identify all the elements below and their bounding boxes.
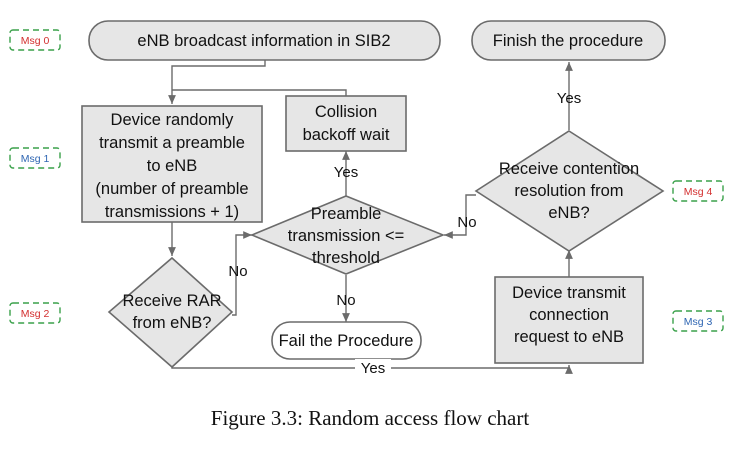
edge-broadcast-to-preamble xyxy=(168,60,266,104)
edge-label-rar-yes-bg xyxy=(355,359,391,375)
edge-contention-no-to-threshold xyxy=(444,194,476,239)
msg-3-label: Msg 3 xyxy=(684,316,713,328)
contention-line-2: resolution from xyxy=(514,182,623,200)
preamble-line-1: Device randomly xyxy=(111,111,235,129)
preamble-line-2: transmit a preamble xyxy=(99,134,245,152)
msg-0-tag: Msg 0 xyxy=(9,29,61,51)
figure-caption: Figure 3.3: Random access flow chart xyxy=(211,406,530,430)
msg-1-label: Msg 1 xyxy=(21,153,50,165)
node-broadcast: eNB broadcast information in SIB2 xyxy=(88,20,441,61)
edge-label-rar-no: No xyxy=(228,263,247,280)
msg-4-tag: Msg 4 xyxy=(672,180,724,202)
node-finish: Finish the procedure xyxy=(471,20,666,61)
node-transmit-preamble: Device randomly transmit a preamble to e… xyxy=(81,105,263,223)
msg-2-label: Msg 2 xyxy=(21,308,50,320)
threshold-line-3: threshold xyxy=(312,249,380,267)
edge-collision-to-preamble xyxy=(172,89,347,96)
contention-line-3: eNB? xyxy=(548,204,589,222)
msg-1-tag: Msg 1 xyxy=(9,147,61,169)
node-connection-request: Device transmit connection request to eN… xyxy=(494,276,644,364)
node-fail: Fail the Procedure xyxy=(271,321,422,360)
collision-line-2: backoff wait xyxy=(303,126,390,144)
msg-0-label: Msg 0 xyxy=(21,35,50,47)
preamble-line-5: transmissions + 1) xyxy=(105,203,239,221)
collision-line-1: Collision xyxy=(315,103,377,121)
threshold-line-1: Preamble xyxy=(311,205,382,223)
edge-label-finish-yes: Yes xyxy=(557,90,581,107)
conn-line-3: request to eNB xyxy=(514,328,624,346)
conn-line-2: connection xyxy=(529,306,609,324)
msg-2-tag: Msg 2 xyxy=(9,302,61,324)
node-broadcast-label: eNB broadcast information in SIB2 xyxy=(137,32,390,50)
node-contention-decision: Receive contention resolution from eNB? xyxy=(474,130,665,252)
preamble-line-4: (number of preamble xyxy=(95,180,248,198)
conn-line-1: Device transmit xyxy=(512,284,626,302)
node-finish-label: Finish the procedure xyxy=(493,32,643,50)
node-fail-label: Fail the Procedure xyxy=(279,332,414,350)
edge-label-collision-yes: Yes xyxy=(334,164,358,181)
msg-3-tag: Msg 3 xyxy=(672,310,724,332)
node-threshold-decision: Preamble transmission <= threshold xyxy=(249,195,446,275)
threshold-line-2: transmission <= xyxy=(288,227,404,245)
preamble-line-3: to eNB xyxy=(147,157,197,175)
node-receive-rar-decision: Receive RAR from eNB? xyxy=(107,256,234,369)
msg-4-label: Msg 4 xyxy=(684,186,713,198)
edge-rar-no-to-threshold xyxy=(232,231,252,316)
rar-line-1: Receive RAR xyxy=(122,292,221,310)
edge-label-contention-no: No xyxy=(457,214,476,231)
rar-line-2: from eNB? xyxy=(133,314,212,332)
node-collision-backoff: Collision backoff wait xyxy=(285,95,407,152)
edge-label-threshold-no: No xyxy=(336,292,355,309)
edge-label-rar-yes: Yes xyxy=(361,360,385,377)
contention-line-1: Receive contention xyxy=(499,160,639,178)
